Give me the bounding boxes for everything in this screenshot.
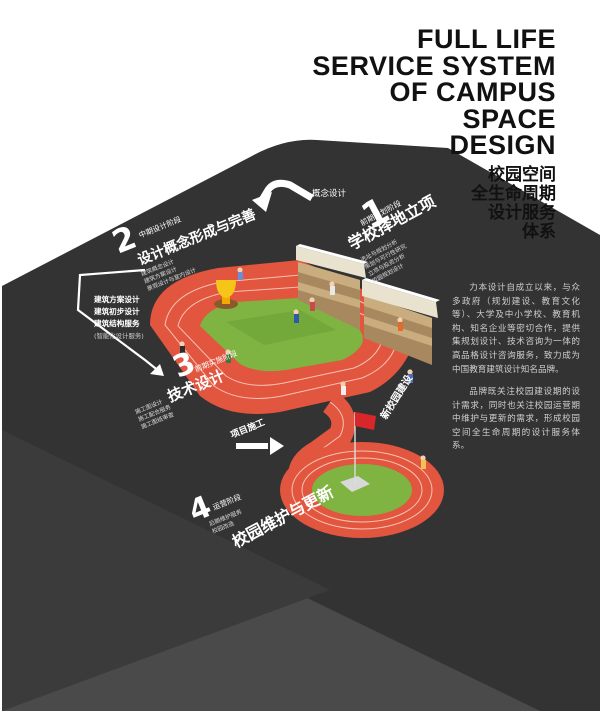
small-track-infield [312,464,412,516]
design-box: 建筑方案设计 建筑初步设计 建筑结构服务 (智能化设计服务) [93,294,144,340]
grandstand-1 [296,244,368,330]
design-box-item: 建筑结构服务 [93,318,140,328]
english-title-line: DESIGN [449,130,556,160]
english-title: FULL LIFE SERVICE SYSTEM OF CAMPUS SPACE… [256,26,556,159]
english-title-line: OF CAMPUS [389,77,556,107]
chinese-title-line: 设计服务 [488,203,556,223]
design-box-item: 建筑方案设计 [93,294,140,304]
concept-design-label: 概念设计 [312,188,347,199]
left-bracket-arrowhead [150,364,164,376]
left-bracket [76,268,161,373]
concept-arrow-head [252,192,272,212]
people [179,267,426,469]
panel-shadow-dark [2,430,330,711]
trophy-icon [214,280,238,309]
english-title-line: SPACE [462,103,556,134]
chinese-title-line: 校园空间 [488,165,556,185]
design-box-item: 建筑初步设计 [93,306,140,316]
english-title-line: FULL LIFE [417,24,556,54]
chinese-title: 校园空间 全生命周期 设计服务 体系 [396,166,556,242]
construction-arrow-head [270,437,284,455]
concept-arrow [258,179,314,202]
intro-paragraph: 力本设计自成立以来，与众多政府（规划建设、教育文化等）、大学及中小学校、教育机构… [452,283,580,375]
chinese-title-line: 全生命周期 [471,184,556,204]
english-title-line: SERVICE SYSTEM [312,50,556,81]
chinese-title-line: 体系 [522,222,556,242]
flag [355,412,376,430]
small-track [280,412,444,538]
design-box-item: (智能化设计服务) [94,331,144,340]
brand-paragraph: 品牌既关注校园建设期的设计需求，同时也关注校园运营期中维护与更新的需求，形成校园… [452,387,580,452]
